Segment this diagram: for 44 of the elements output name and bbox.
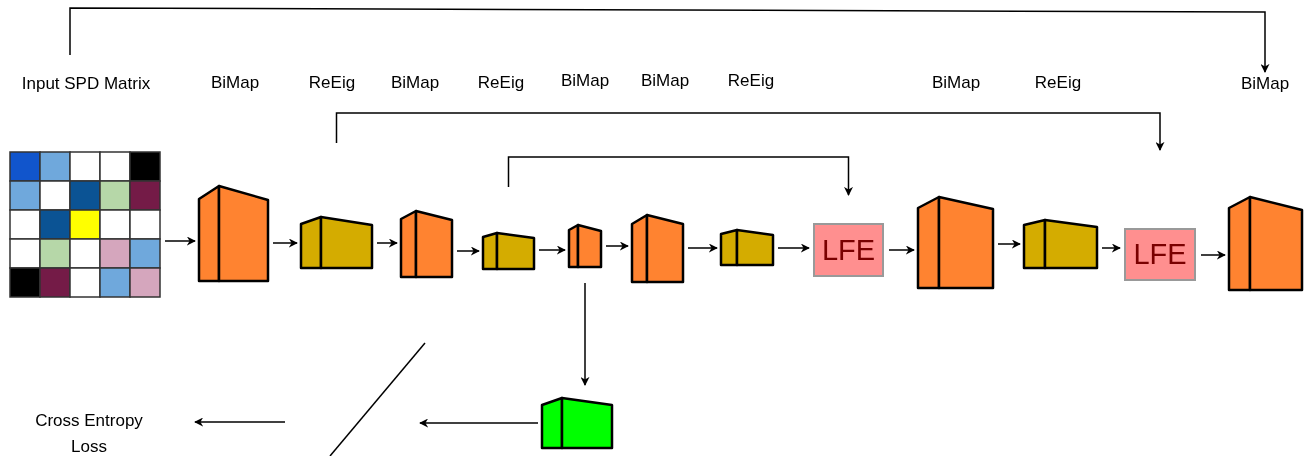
block-3d-drawing (719, 228, 775, 267)
block-3d-drawing (567, 223, 603, 269)
arrow (194, 417, 286, 427)
layer-label: ReEig (477, 73, 525, 93)
layer-label: ReEig (727, 71, 775, 91)
block-3d-drawing (481, 231, 536, 271)
process-box: LFE (813, 223, 884, 277)
block-3d-drawing (299, 215, 374, 270)
layer-label: BiMap (560, 71, 610, 91)
layer-label: BiMap (1236, 73, 1294, 95)
layer-label: ReEig (308, 73, 356, 93)
process-box: LFE (1124, 228, 1196, 281)
layer-label: ReEig (1034, 73, 1082, 93)
block-3d-drawing (1022, 218, 1099, 270)
arrow (605, 241, 629, 251)
block-3d-drawing (197, 184, 270, 283)
arrow (687, 243, 718, 253)
matrix-grid-drawing (10, 152, 160, 297)
block-3d-drawing (540, 396, 614, 450)
arrow (69, 7, 1270, 73)
arrow (1101, 243, 1121, 253)
arrow (777, 243, 810, 253)
layer-label: Input SPD Matrix (21, 74, 151, 94)
block-3d-drawing (1227, 195, 1304, 292)
arrow (376, 238, 398, 248)
layer-label: BiMap (931, 73, 981, 93)
layer-label: BiMap (390, 73, 440, 93)
arrow (888, 245, 915, 255)
arrow (507, 156, 853, 196)
output-label: Cross Entropy Loss (18, 408, 160, 456)
block-3d-drawing (399, 209, 454, 279)
layer-label: BiMap (640, 71, 690, 91)
arrow (335, 112, 1165, 151)
block-3d-drawing (916, 195, 995, 290)
arrow (538, 245, 566, 255)
block-3d-drawing (630, 213, 685, 284)
arrow (456, 246, 480, 256)
arrow (1200, 250, 1226, 260)
layer-label: BiMap (210, 73, 260, 93)
arrow (997, 239, 1021, 249)
arrow (272, 238, 298, 248)
arrow (164, 236, 196, 246)
arrow (580, 282, 590, 386)
arrow (419, 418, 539, 428)
